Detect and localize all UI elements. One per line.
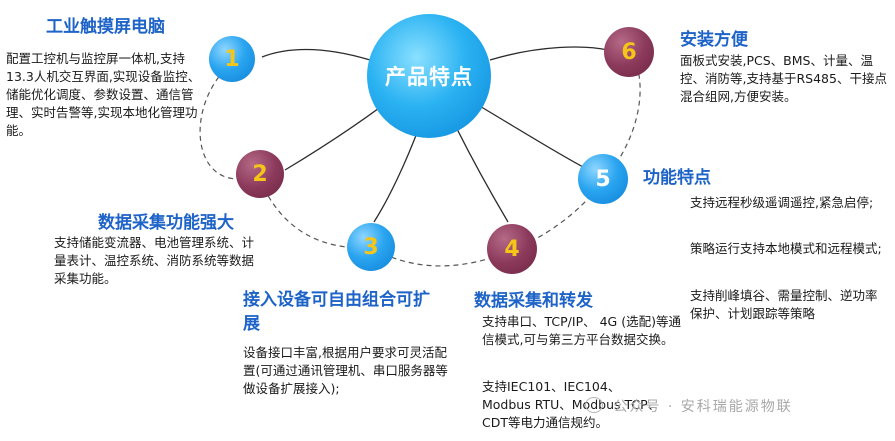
feature-5-body-2: 策略运行支持本地模式和远程模式; — [690, 241, 882, 256]
feature-1-title: 工业触摸屏电脑 — [46, 17, 165, 37]
feature-5-number: 5 — [595, 166, 611, 192]
spoke-6 — [489, 46, 609, 61]
feature-5-circle: 5 — [578, 154, 628, 204]
feature-4-body-1: 支持串口、TCP/IP、 4G (选配)等通信模式,可与第三方平台数据交换。 — [482, 314, 681, 347]
feature-6-body: 面板式安装,PCS、BMS、计量、温控、消防等,支持基于RS485、干接点混合组… — [680, 53, 887, 104]
feature-2-title: 数据采集功能强大 — [98, 213, 234, 233]
spoke-4 — [454, 124, 509, 223]
feature-3-title-text: 接入设备可自由组合可扩展 — [243, 290, 430, 334]
feature-5-title: 功能特点 — [643, 168, 711, 188]
feature-4-body-2: 支持IEC101、IEC104、Modbus RTU、Modbus TCP、CD… — [482, 379, 661, 430]
feature-3-number: 3 — [363, 234, 379, 260]
feature-2-body: 支持储能变流器、电池管理系统、计量表计、温控系统、消防系统等数据采集功能。 — [54, 235, 255, 286]
feature-6-circle: 6 — [604, 27, 654, 77]
spoke-3 — [373, 124, 421, 223]
feature-5-body-3: 支持削峰填谷、需量控制、逆功率保护、计划跟踪等策略 — [690, 288, 878, 321]
feature-3-circle: 3 — [347, 223, 395, 271]
feature-2-circle: 2 — [236, 150, 284, 198]
feature-5-body-1: 支持远程秒级遥调遥控,紧急启停; — [690, 195, 874, 210]
feature-1-number: 1 — [224, 46, 240, 72]
feature-1-circle: 1 — [209, 36, 255, 82]
center-hub: 产品特点 — [367, 14, 491, 138]
feature-4-circle: 4 — [487, 224, 537, 274]
center-label: 产品特点 — [385, 65, 473, 89]
feature-4-number: 4 — [504, 236, 520, 262]
watermark-text: 公众号 · 安科瑞能源物联 — [613, 399, 793, 415]
feature-4-title: 数据采集和转发 — [474, 291, 593, 311]
watermark: 公众号 · 安科瑞能源物联 — [585, 396, 793, 416]
feature-1-body: 配置工控机与监控屏一体机,支持13.3人机交互界面,实现设备监控、储能优化调度、… — [6, 51, 201, 138]
feature-6-number: 6 — [621, 39, 637, 65]
wechat-icon — [585, 397, 603, 413]
feature-2-number: 2 — [252, 161, 268, 187]
feature-3-body: 设备接口丰富,根据用户要求可灵活配置(可通过通讯管理机、串口服务器等做设备扩展接… — [243, 345, 448, 396]
spoke-2 — [284, 99, 391, 171]
spoke-1 — [261, 48, 371, 61]
feature-6-title: 安装方便 — [680, 30, 748, 50]
spoke-5 — [477, 104, 586, 169]
feature-3-title: 接入设备可自由组合可扩展 — [243, 288, 433, 336]
